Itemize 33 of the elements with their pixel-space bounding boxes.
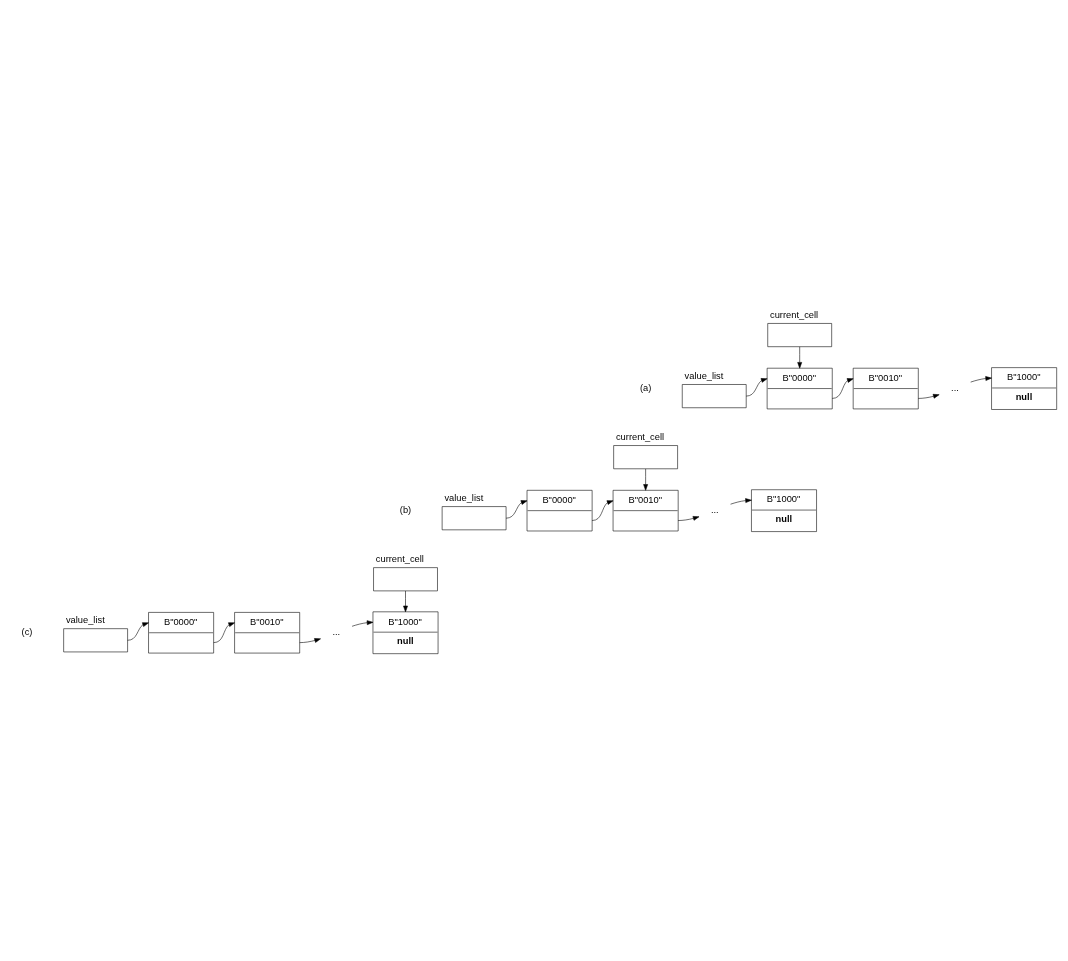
label: (b): [399, 504, 412, 515]
arrow: [591, 499, 614, 521]
node-text: ...: [332, 626, 341, 637]
arrow: [351, 619, 374, 627]
label: (c): [21, 626, 33, 637]
arrow: [677, 515, 700, 521]
node-label: value_list: [65, 614, 105, 625]
arrow: [213, 621, 235, 643]
node-box: [441, 505, 507, 530]
node-text: ...: [951, 382, 959, 393]
arrow: [299, 637, 321, 643]
label: (a): [639, 382, 652, 393]
node-text: ...: [710, 504, 719, 515]
node-box: [681, 383, 747, 408]
arrow: [745, 377, 768, 396]
node-box: [613, 444, 678, 469]
arrow: [918, 393, 940, 399]
node-box: [373, 566, 438, 591]
node-box: [63, 627, 128, 652]
arrow: [831, 377, 854, 399]
arrow: [505, 499, 528, 518]
arrow: [403, 590, 408, 612]
arrow: [970, 375, 992, 382]
node-label: current_cell: [375, 553, 424, 564]
arrow: [643, 468, 648, 491]
node-label: current_cell: [770, 309, 819, 320]
arrow: [797, 346, 802, 368]
node-label: current_cell: [615, 431, 665, 442]
node-label: value_list: [684, 370, 724, 381]
node-box: [767, 322, 832, 347]
arrow: [127, 621, 149, 641]
arrow: [730, 497, 752, 504]
node-label: value_list: [444, 492, 484, 503]
